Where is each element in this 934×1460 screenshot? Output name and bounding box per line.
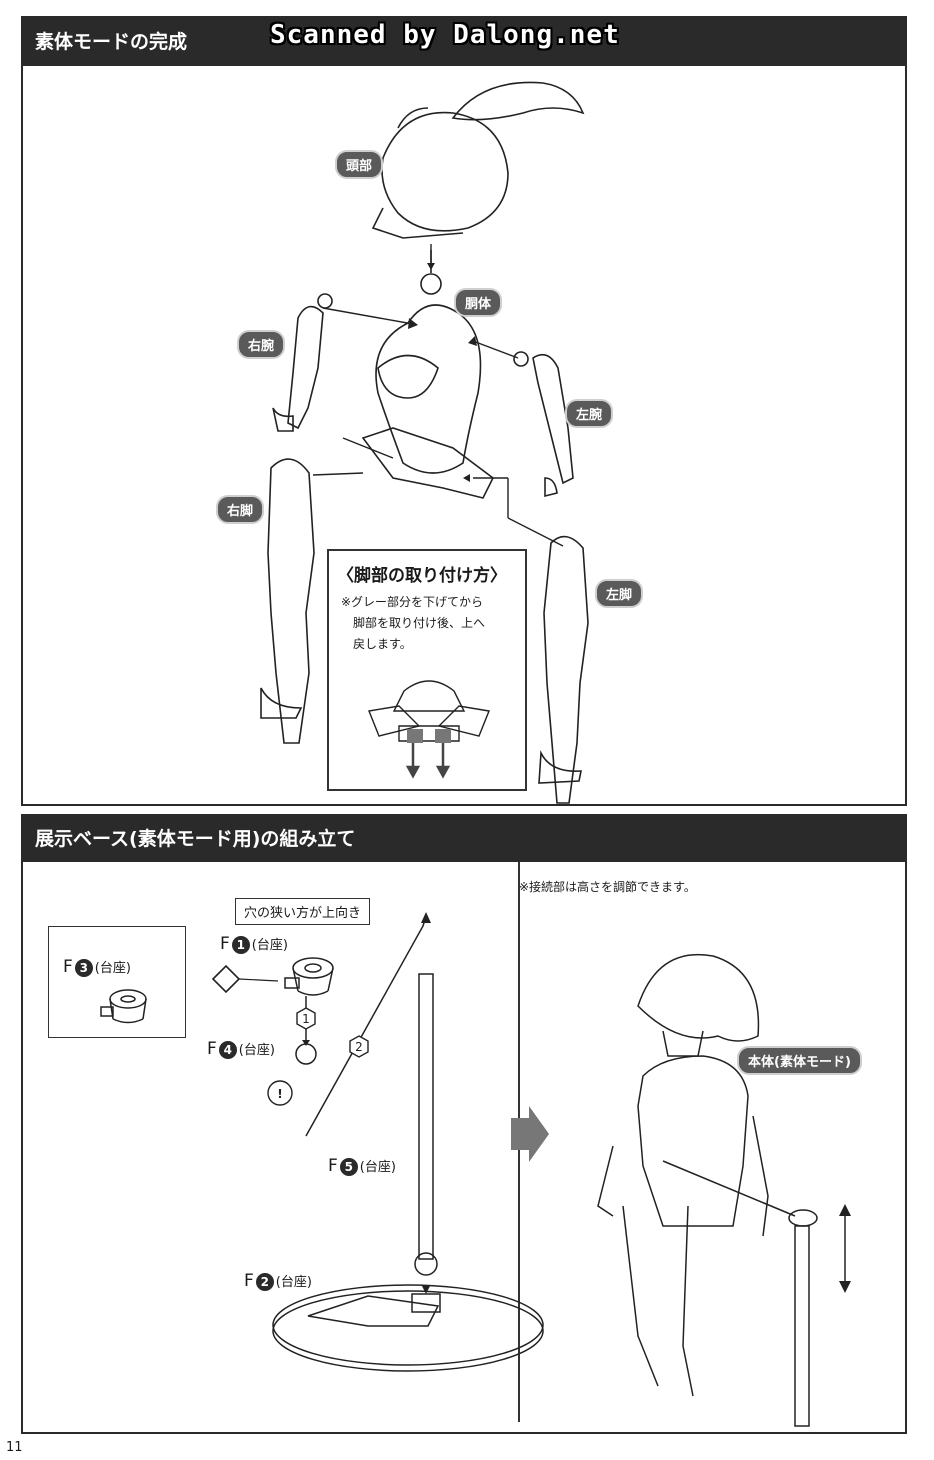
label-torso: 胴体 xyxy=(454,288,503,317)
hole-direction-note: 穴の狭い方が上向き xyxy=(235,898,371,925)
label-right-arm: 右腕 xyxy=(237,330,286,359)
base-assembly-illustration: 1 2 ! xyxy=(211,912,851,1427)
callout-illustration xyxy=(368,680,490,779)
part-f3-illustration xyxy=(100,989,147,1024)
page-number: 11 xyxy=(6,1440,23,1455)
section-title: 展示ベース(素体モード用)の組み立て xyxy=(23,816,905,862)
caution-marker: ! xyxy=(277,1087,282,1101)
callout-note-line: 脚部を取り付け後、上へ xyxy=(353,616,486,630)
figure-assembly-illustration xyxy=(260,81,589,804)
label-left-arm: 左腕 xyxy=(565,399,614,428)
callout-note-line: 戻します。 xyxy=(353,637,412,651)
label-right-leg: 右脚 xyxy=(216,495,265,524)
label-head: 頭部 xyxy=(335,150,384,179)
label-left-leg: 左脚 xyxy=(595,579,644,608)
section-title: 素体モードの完成 xyxy=(23,18,905,66)
watermark: Scanned by Dalong.net xyxy=(270,20,620,50)
step-2-marker: 2 xyxy=(355,1040,363,1054)
leg-attach-callout: 〈脚部の取り付け方〉 ※グレー部分を下げてから 脚部を取り付け後、上へ 戻します… xyxy=(327,549,527,791)
callout-note: ※グレー部分を下げてから 脚部を取り付け後、上へ 戻します。 xyxy=(341,592,525,655)
callout-note-line: ※グレー部分を下げてから xyxy=(341,595,484,609)
section-display-base-assembly: 展示ベース(素体モード用)の組み立て xyxy=(21,814,907,1434)
callout-title: 〈脚部の取り付け方〉 xyxy=(337,566,507,586)
label-body-mode: 本体(素体モード) xyxy=(737,1046,862,1075)
step-1-marker: 1 xyxy=(302,1012,310,1026)
adjust-height-note: ※接続部は高さを調節できます。 xyxy=(519,880,696,894)
